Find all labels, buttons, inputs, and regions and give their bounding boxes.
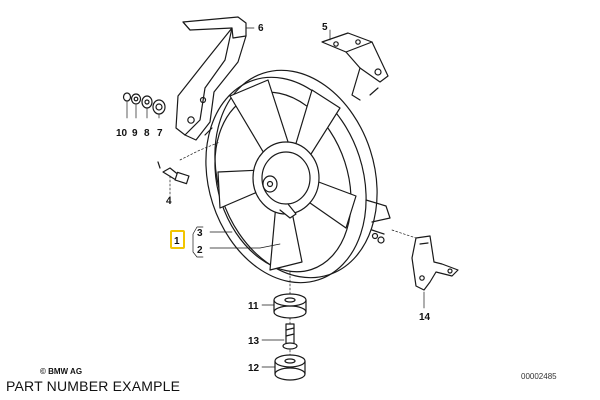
switch-part-14	[411, 235, 459, 291]
callout-14: 14	[419, 312, 431, 323]
callout-13: 13	[248, 336, 260, 347]
callout-8: 8	[144, 128, 150, 139]
diagram-number: 00002485	[521, 372, 557, 381]
fan-blades-part-2	[217, 79, 357, 271]
callout-12: 12	[248, 363, 260, 374]
caption: PART NUMBER EXAMPLE	[6, 378, 181, 394]
rubber-mount-part-11	[273, 293, 307, 319]
bracket-part-6	[175, 16, 247, 141]
rubber-mount-part-12	[274, 354, 306, 381]
callout-6: 6	[258, 23, 264, 34]
bolt-part-4	[157, 161, 190, 185]
callout-9: 9	[132, 128, 138, 139]
callout-5: 5	[322, 22, 328, 33]
copyright-notice: © BMW AG	[40, 367, 83, 376]
fastener-set-parts-7-10	[122, 92, 166, 115]
highlight-box	[170, 230, 185, 249]
callout-10: 10	[116, 128, 128, 139]
callout-7: 7	[157, 128, 163, 139]
bracket-part-5	[321, 32, 389, 101]
callout-2: 2	[197, 245, 203, 256]
callout-4: 4	[166, 196, 172, 207]
callout-1: 1	[174, 236, 180, 247]
callout-11: 11	[248, 301, 259, 312]
callout-3: 3	[197, 228, 203, 239]
leader-lines	[126, 27, 425, 368]
fan-motor-hub	[252, 141, 320, 219]
screw-part-13	[282, 323, 298, 350]
